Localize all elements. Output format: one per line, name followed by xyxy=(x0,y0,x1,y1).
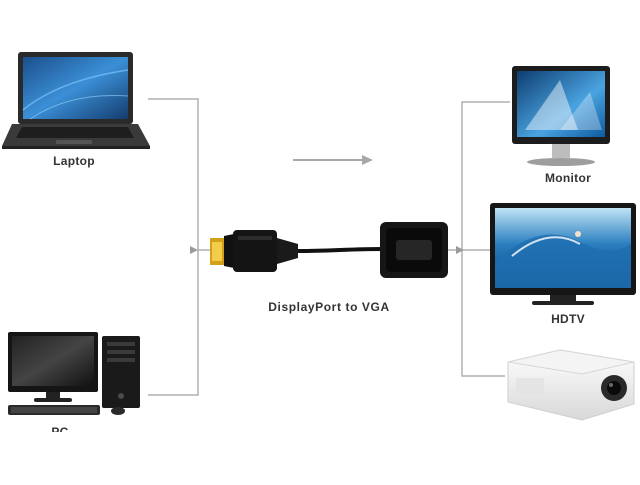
connection-lines xyxy=(148,98,510,396)
pc-label: PC xyxy=(51,425,69,432)
output-arrow-icon xyxy=(456,246,464,254)
hdtv-icon xyxy=(490,203,636,305)
pc-icon xyxy=(8,332,140,415)
direction-arrow-icon xyxy=(293,155,373,165)
laptop-label: Laptop xyxy=(53,154,95,168)
adapter-caption: DisplayPort to VGA xyxy=(268,300,390,314)
source-arrow-icon xyxy=(190,246,198,254)
monitor-icon xyxy=(512,66,610,166)
source-bracket-line xyxy=(148,98,199,396)
output-bracket-line xyxy=(461,101,510,377)
hdtv-label: HDTV xyxy=(551,312,585,326)
monitor-label: Monitor xyxy=(544,171,592,185)
displayport-to-vga-adapter xyxy=(210,222,448,278)
laptop-icon xyxy=(2,52,150,149)
projector-icon xyxy=(507,349,635,421)
